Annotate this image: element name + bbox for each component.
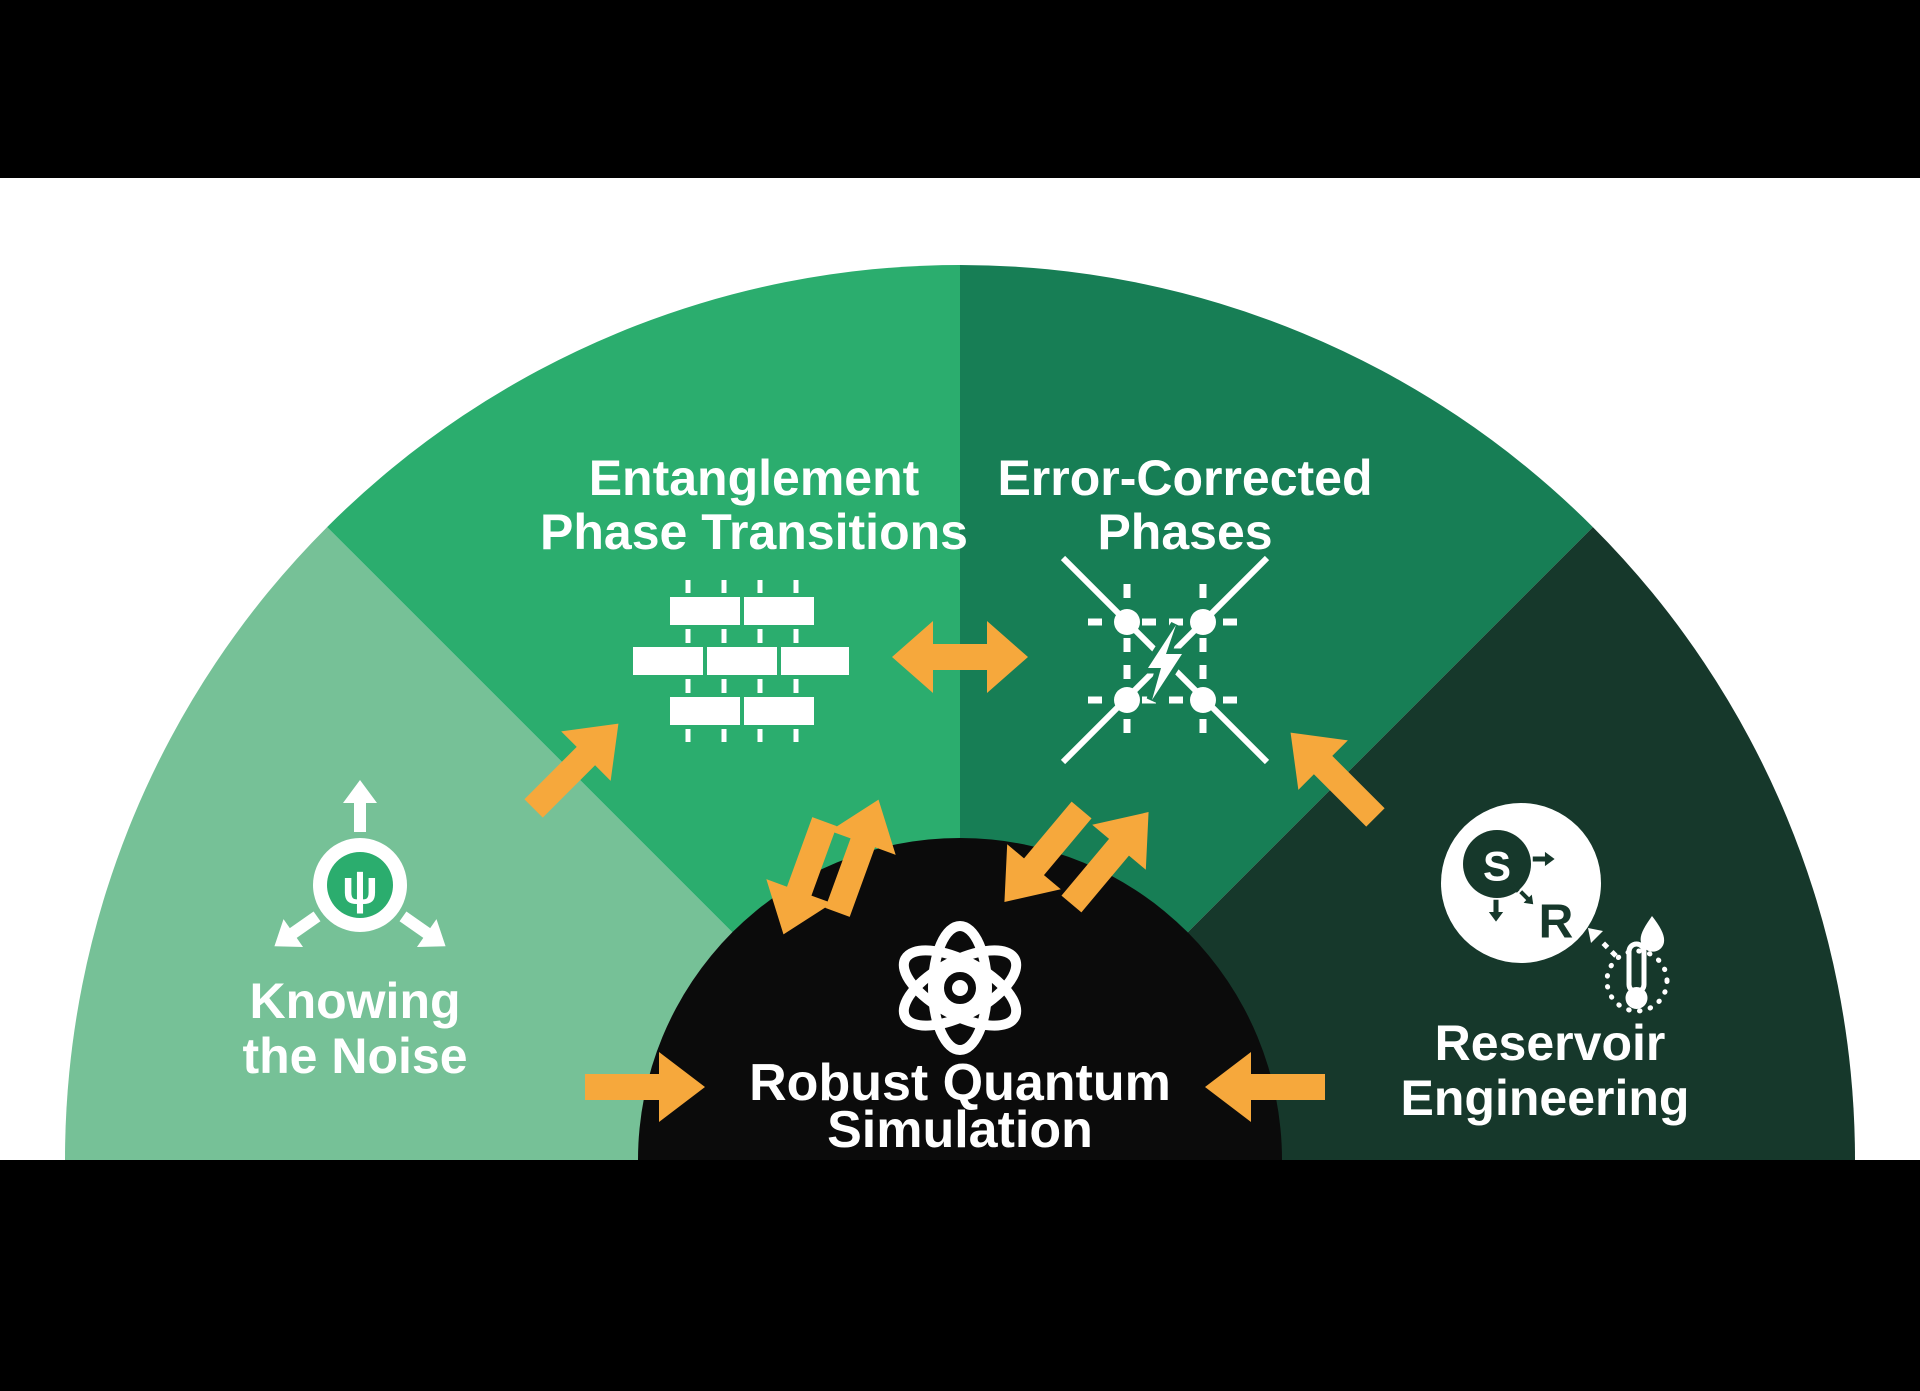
thermometer-dotted-ring [1604, 948, 1670, 1014]
reservoir-glyph: R [1539, 896, 1574, 949]
entanglement-label-line2: Phase Transitions [540, 504, 968, 560]
thermometer-link-arrow [1588, 928, 1618, 958]
error-corrected-label-line2: Phases [1097, 504, 1272, 560]
top-black-band [0, 0, 1920, 178]
droplet-icon [1640, 916, 1665, 952]
lattice-lightning-icon [1060, 555, 1270, 765]
center-label-line1: Robust Quantum [749, 1054, 1171, 1112]
label-layer: Entanglement Phase Transitions Error-Cor… [242, 450, 1689, 1159]
entanglement-label-line1: Entanglement [589, 450, 920, 506]
brickwork-circuit-icon [633, 580, 849, 742]
lightning-bolt-icon [1137, 621, 1193, 704]
thermometer-bulb [1625, 987, 1648, 1009]
icon-layer: ψ S R [264, 555, 1670, 1055]
error-corrected-label-line1: Error-Corrected [997, 450, 1372, 506]
psi-glyph: ψ [342, 862, 378, 915]
system-reservoir-thermometer-icon: S R [1441, 803, 1670, 1014]
psi-noise-arrows-icon: ψ [264, 780, 456, 961]
atom-icon [898, 921, 1022, 1055]
reservoir-label-line1: Reservoir [1435, 1015, 1666, 1071]
bottom-black-band [0, 1160, 1920, 1391]
knowing-label-line1: Knowing [249, 973, 460, 1029]
center-label-line2: Simulation [827, 1101, 1093, 1159]
reservoir-label-line2: Engineering [1401, 1070, 1690, 1126]
knowing-label-line2: the Noise [242, 1028, 467, 1084]
